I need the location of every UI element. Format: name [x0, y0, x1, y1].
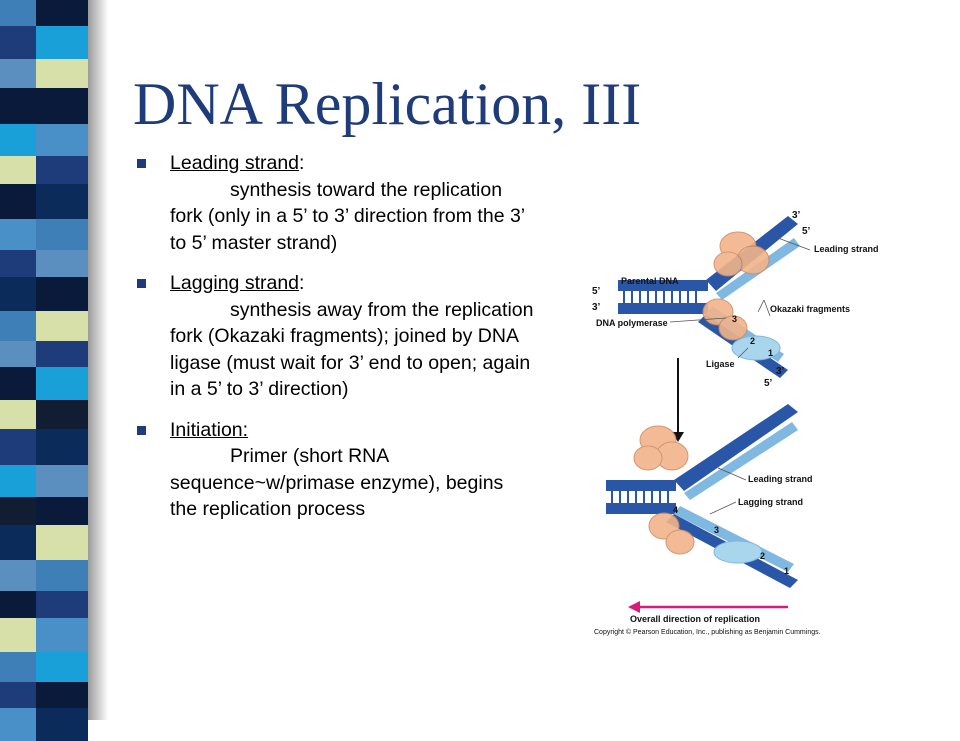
stripe-block: [0, 652, 88, 682]
stripe-block: [0, 311, 88, 341]
stripe-block-inner: [36, 560, 88, 591]
stripe-block: [0, 367, 88, 400]
bullet-text: synthesis away from the replication fork…: [170, 298, 534, 401]
three-prime-label: 3’: [776, 366, 785, 377]
stripe-block: [0, 497, 88, 525]
stripe-blocks: [0, 0, 88, 741]
stripe-block: [0, 525, 88, 560]
stripe-block-inner: [36, 277, 88, 311]
stripe-block-inner: [36, 591, 88, 618]
direction-label: Overall direction of replication: [630, 614, 760, 624]
bullet-initiation: Initiation: Primer (short RNA sequence~w/…: [134, 417, 534, 523]
direction-arrow-icon: [628, 601, 788, 613]
leading-strand-label: Leading strand: [748, 474, 813, 484]
stripe-block-inner: [36, 465, 88, 497]
slide-title: DNA Replication, III: [133, 71, 642, 137]
stripe-block: [0, 341, 88, 367]
stripe-block: [0, 124, 88, 156]
stripe-block-inner: [36, 400, 88, 429]
stripe-block: [0, 618, 88, 652]
bullet-list: Leading strand: synthesis toward the repl…: [134, 150, 534, 537]
stripe-block-inner: [36, 124, 88, 156]
down-arrow-icon: [672, 358, 684, 442]
fragment-number: 4: [673, 505, 678, 515]
bullet-lagging-strand: Lagging strand: synthesis away from the r…: [134, 270, 534, 403]
bullet-term-suffix: :: [299, 272, 305, 294]
okazaki-fragments-label: Okazaki fragments: [770, 304, 850, 314]
stripe-block-inner: [36, 525, 88, 560]
stripe-block-inner: [36, 219, 88, 250]
bullet-term: Leading strand: [170, 152, 300, 174]
copyright-text: Copyright © Pearson Education, Inc., pub…: [594, 628, 821, 636]
decorative-stripe: [0, 0, 108, 741]
lagging-strand-label: Lagging strand: [738, 497, 803, 507]
bullet-term-suffix: :: [299, 152, 305, 174]
stripe-block: [0, 400, 88, 429]
stripe-block-inner: [36, 26, 88, 59]
fragment-number: 2: [750, 336, 755, 346]
stripe-block: [0, 184, 88, 219]
stripe-block: [0, 429, 88, 465]
stripe-block: [0, 465, 88, 497]
fragment-number: 2: [760, 551, 765, 561]
stripe-block-inner: [36, 311, 88, 341]
bottom-fork-diagram: Leading strand Lagging strand 4 3 2 1: [606, 404, 813, 588]
stripe-block: [0, 88, 88, 124]
bullet-text: Primer (short RNA sequence~w/primase enz…: [170, 445, 504, 520]
fragment-number: 3: [732, 314, 737, 324]
dna-polymerase-label: DNA polymerase: [596, 318, 668, 328]
bullet-term: Initiation:: [170, 418, 249, 441]
square-bullet-icon: [137, 279, 146, 288]
three-prime-label: 3’: [592, 302, 601, 313]
stripe-block: [0, 26, 88, 59]
stripe-block-inner: [36, 618, 88, 652]
dna-replication-figure: 3’ 5’ Leading strand Parental DNA 5’ 3’ …: [592, 210, 879, 636]
stripe-block-inner: [36, 367, 88, 400]
five-prime-label: 5’: [592, 286, 601, 297]
stripe-block: [0, 560, 88, 591]
stripe-block: [0, 0, 88, 26]
fragment-number: 3: [714, 525, 719, 535]
fragment-number: 1: [768, 348, 773, 358]
stripe-block-inner: [36, 341, 88, 367]
square-bullet-icon: [137, 159, 146, 168]
stripe-block-inner: [36, 156, 88, 184]
stripe-block-inner: [36, 0, 88, 26]
stripe-block-inner: [36, 59, 88, 88]
top-fork-diagram: 3’ 5’ Leading strand Parental DNA 5’ 3’ …: [592, 210, 879, 389]
stripe-block-inner: [36, 184, 88, 219]
stripe-block-inner: [36, 497, 88, 525]
five-prime-label: 5’: [802, 226, 811, 237]
stripe-block: [0, 591, 88, 618]
stripe-block: [0, 156, 88, 184]
bullet-leading-strand: Leading strand: synthesis toward the repl…: [134, 150, 534, 256]
bullet-text: synthesis toward the replication fork (o…: [170, 178, 525, 254]
stripe-block: [0, 250, 88, 277]
stripe-block: [0, 219, 88, 250]
stripe-block-inner: [36, 682, 88, 708]
stripe-block-inner: [36, 429, 88, 465]
ligase-label: Ligase: [706, 359, 735, 369]
three-prime-label: 3’: [792, 210, 801, 221]
fragment-number: 1: [784, 566, 789, 576]
stripe-block: [0, 708, 88, 741]
bullet-term: Lagging strand: [170, 272, 300, 294]
leading-strand-label: Leading strand: [814, 244, 879, 254]
stripe-block-inner: [36, 88, 88, 124]
stripe-block: [0, 277, 88, 311]
square-bullet-icon: [137, 425, 146, 435]
stripe-block-inner: [36, 708, 88, 741]
stripe-block: [0, 59, 88, 88]
stripe-block-inner: [36, 250, 88, 277]
stripe-shadow: [88, 0, 108, 720]
parental-dna-label: Parental DNA: [621, 276, 679, 286]
top-fork-strands: [618, 216, 800, 378]
stripe-block-inner: [36, 652, 88, 682]
stripe-block: [0, 682, 88, 708]
five-prime-label: 5’: [764, 378, 773, 389]
